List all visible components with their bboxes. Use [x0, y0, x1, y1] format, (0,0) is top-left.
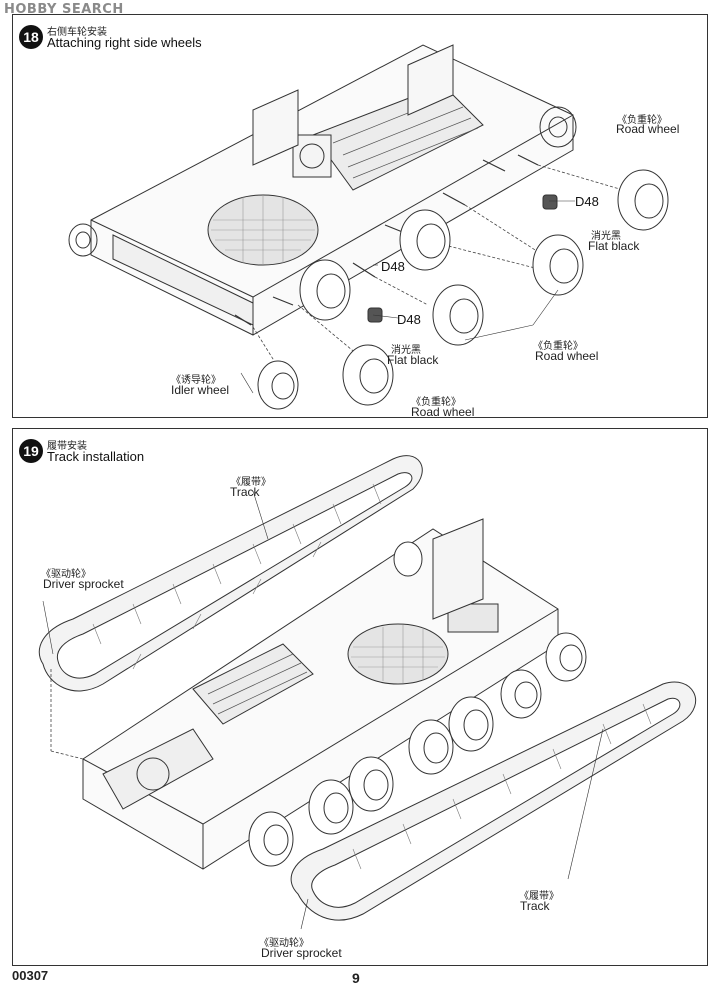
idler-wheel-label: Idler wheel [171, 383, 230, 397]
road-wheel-top-label: Road wheel [616, 122, 680, 136]
sprocket-bottom-cn: 《驱动轮》 [259, 938, 309, 949]
d48-part-b: D48 [381, 259, 405, 274]
step-title-cn: 履带安装 [47, 441, 87, 452]
step-number-badge: 18 [19, 25, 43, 49]
idler-wheel-cn: 《诱导轮》 [171, 375, 221, 386]
sprocket-top-cn: 《驱动轮》 [41, 569, 91, 580]
track-install-diagram [38, 455, 696, 930]
d48-part-c: D48 [397, 312, 421, 327]
step-19-panel: 19 履带安装 Track installation [12, 428, 708, 966]
page-number: 9 [352, 970, 360, 986]
sprocket-top-label: Driver sprocket [43, 577, 124, 591]
step-title-en: Track installation [47, 449, 145, 464]
step-title-en: Attaching right side wheels [47, 35, 202, 50]
track-top-label: Track [230, 485, 260, 499]
sprocket-bottom-label: Driver sprocket [261, 946, 342, 960]
road-wheel-mid-label: Road wheel [535, 349, 599, 363]
road-wheel-mid-cn: 《负重轮》 [533, 341, 583, 352]
flat-black-a-cn: 消光黑 [591, 231, 621, 242]
hull-wheels-diagram [68, 44, 669, 410]
road-wheel-bottom-label: Road wheel [411, 405, 475, 419]
track-top-cn: 《履带》 [231, 477, 271, 488]
step-18-panel: 18 右侧车轮安装 Attaching right side wheels [12, 14, 708, 419]
flat-black-a-label: Flat black [588, 239, 640, 253]
watermark: HOBBY SEARCH [4, 2, 124, 17]
track-bottom-cn: 《履带》 [519, 891, 559, 902]
product-code: 00307 [12, 968, 49, 983]
step-title-cn: 右侧车轮安装 [47, 27, 107, 38]
flat-black-b-label: Flat black [387, 353, 439, 367]
road-wheel-bottom-cn: 《负重轮》 [411, 397, 461, 408]
flat-black-b-cn: 消光黑 [391, 345, 421, 356]
track-bottom-label: Track [520, 899, 550, 913]
road-wheel-top-cn: 《负重轮》 [617, 115, 667, 126]
d48-part-a: D48 [575, 194, 599, 209]
step-number-badge: 19 [19, 439, 43, 463]
